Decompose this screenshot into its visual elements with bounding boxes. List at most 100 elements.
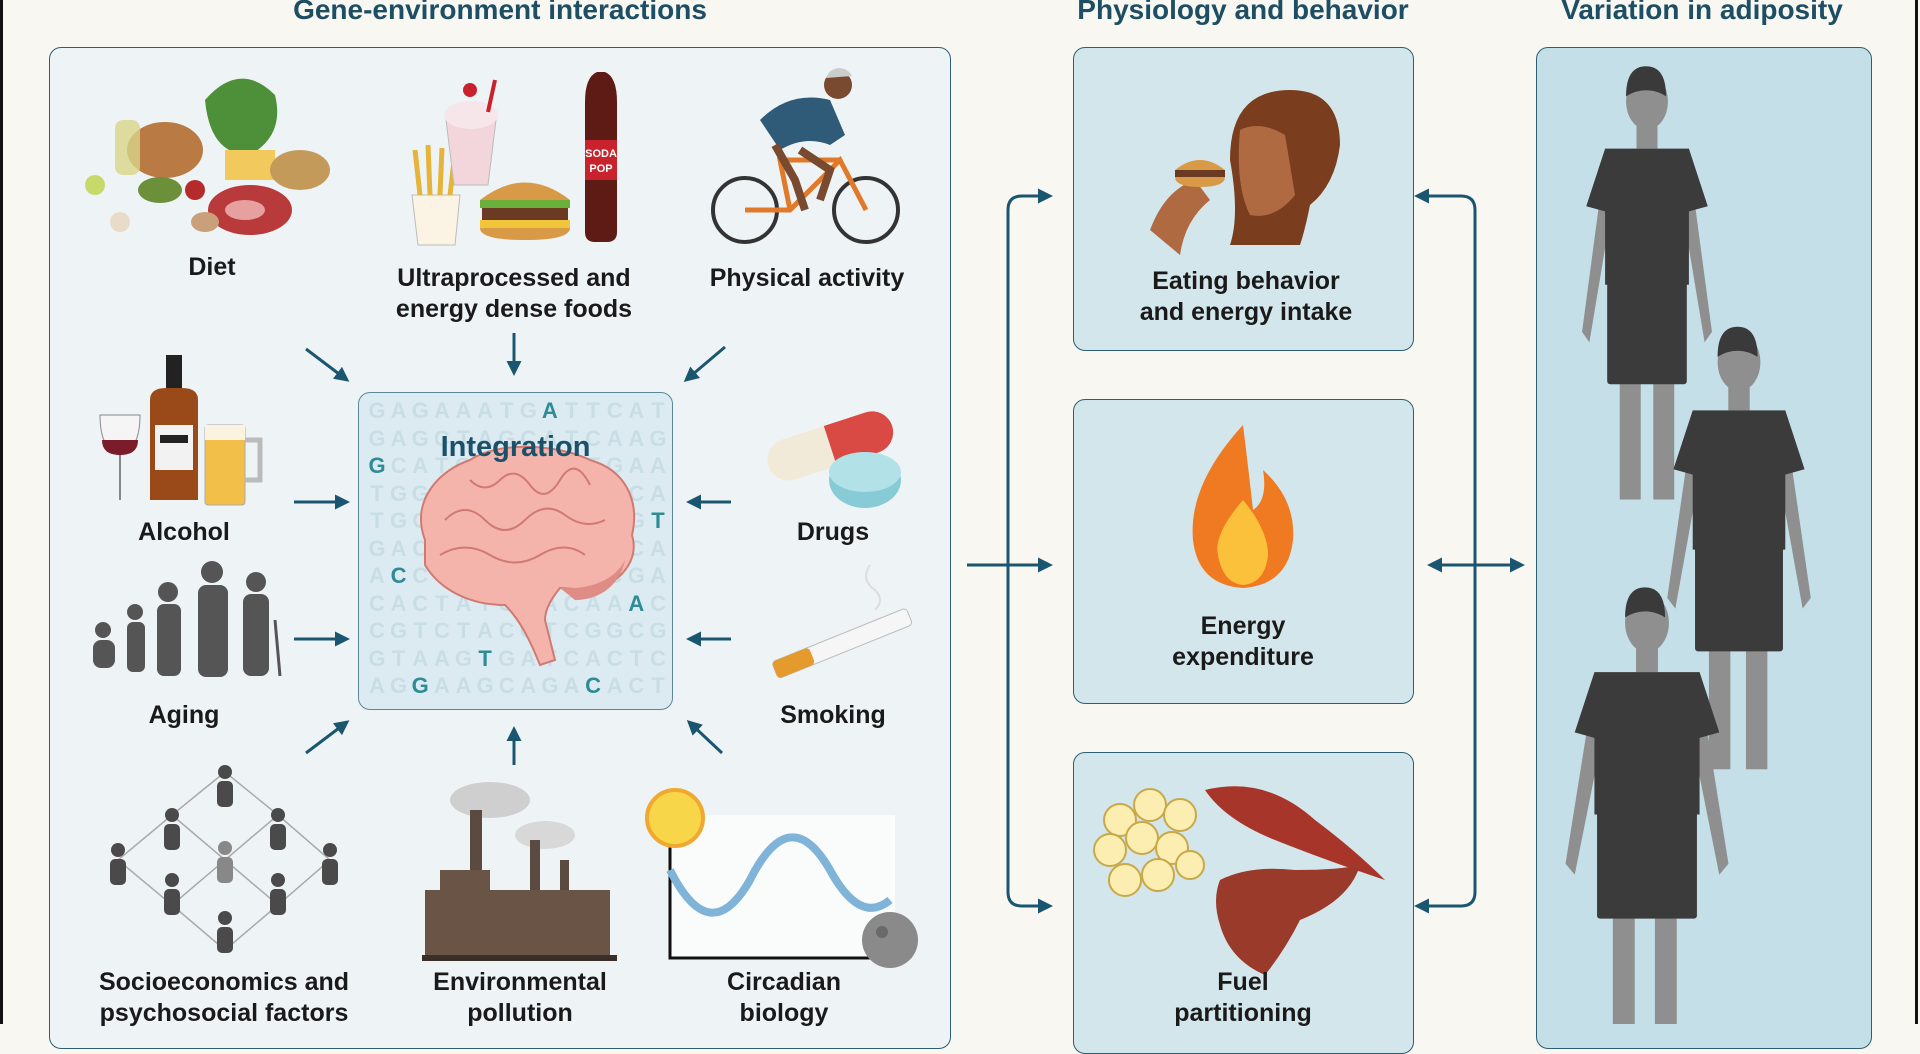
dna-base: T [391,645,406,671]
dna-base: T [629,645,644,671]
dna-base: G [519,398,537,423]
dna-base: T [564,398,579,423]
label-line: partitioning [1174,999,1312,1027]
label-line: expenditure [1172,643,1314,671]
person-eating-icon [1150,90,1340,255]
dna-base: A [649,480,666,506]
dna-base: A [433,673,450,698]
dna-base: T [478,645,492,671]
dna-base: T [499,398,514,423]
brain-icon [420,445,636,667]
person-figure-icon [1582,66,1712,500]
dna-base: A [390,425,407,451]
dna-base: C [369,618,385,643]
dna-base: T [564,425,579,451]
factor-arrows [294,333,731,765]
dna-base: A [477,398,493,423]
dna-base: C [390,563,407,588]
dna-base: G [411,398,429,423]
pills-icon [767,411,901,508]
factory-pollution-icon [422,782,617,961]
dna-base: A [628,590,645,616]
integration-title: Integration [440,431,591,463]
label-drugs: Drugs [796,518,870,546]
cigarette-icon [772,564,913,679]
dna-base: T [435,453,449,478]
dna-base: A [369,563,385,588]
dna-base: G [390,508,408,533]
dna-base: C [433,425,450,451]
diet-food-icon [85,78,330,235]
dna-base: G [627,563,645,588]
dna-base: A [412,645,429,671]
label-fuel-partitioning: Fuel partitioning [1174,967,1311,1029]
dna-base: A [628,453,645,478]
dna-base: C [606,645,623,671]
dna-base: G [649,618,667,643]
dna-base: C [390,453,407,478]
arrow-circadian [686,719,724,755]
label-aging: Aging [148,701,220,729]
dna-base: A [433,645,450,671]
fast-food-icon: SODA POP [411,72,617,246]
dna-base: A [412,453,429,478]
label-alcohol: Alcohol [138,518,230,546]
dna-base: G [649,425,667,451]
heading-adiposity: Variation in adiposity [1561,0,1843,25]
label-line: and energy intake [1139,298,1353,326]
flow-arrows [967,188,1525,914]
cyclist-icon [711,68,900,244]
dna-base: G [368,535,386,561]
label-physical-activity: Physical activity [709,264,905,292]
dna-base: A [390,535,407,561]
dna-base: G [368,425,386,451]
dna-base: C [369,590,385,616]
dna-base: G [411,673,429,698]
dna-base: C [649,590,666,616]
dna-base: A [433,398,450,423]
dna-base: G [498,425,516,451]
dna-base: G [390,480,408,506]
label-line: pollution [467,999,573,1027]
dna-base: C [433,618,450,643]
label-diet: Diet [188,253,236,281]
dna-base: T [456,425,471,451]
dna-base: A [563,673,580,698]
dna-base: A [520,645,537,671]
dna-base: T [435,590,449,616]
dna-base: A [390,398,407,423]
dna-base: A [477,425,493,451]
dna-base: C [412,590,429,616]
dna-base: G [454,645,472,671]
frame-right-border [1915,0,1918,1024]
dna-base: C [498,618,515,643]
dna-base: G [368,453,386,478]
social-network-icon [110,765,338,953]
dna-base: T [651,508,665,533]
frame-left-border [0,0,3,1024]
dna-base: A [455,673,472,698]
dna-base: T [586,398,600,423]
dna-base: A [649,535,666,561]
dna-base: G [541,673,559,698]
dna-base: A [649,563,666,588]
adipose-muscle-liver-icon [1093,786,1385,975]
label-line: Fuel [1217,968,1269,996]
dna-base: A [455,398,472,423]
arrow-physical-activity [683,345,726,382]
dna-base: T [413,618,427,643]
dna-base: A [628,398,645,423]
label-smoking: Smoking [780,701,886,729]
aging-silhouettes-icon [93,561,282,677]
person-figure-icon [1565,587,1729,1024]
dna-base: C [563,645,580,671]
circadian-icon [645,788,918,968]
heading-physiology: Physiology and behavior [1077,0,1409,25]
dna-base: A [628,425,645,451]
